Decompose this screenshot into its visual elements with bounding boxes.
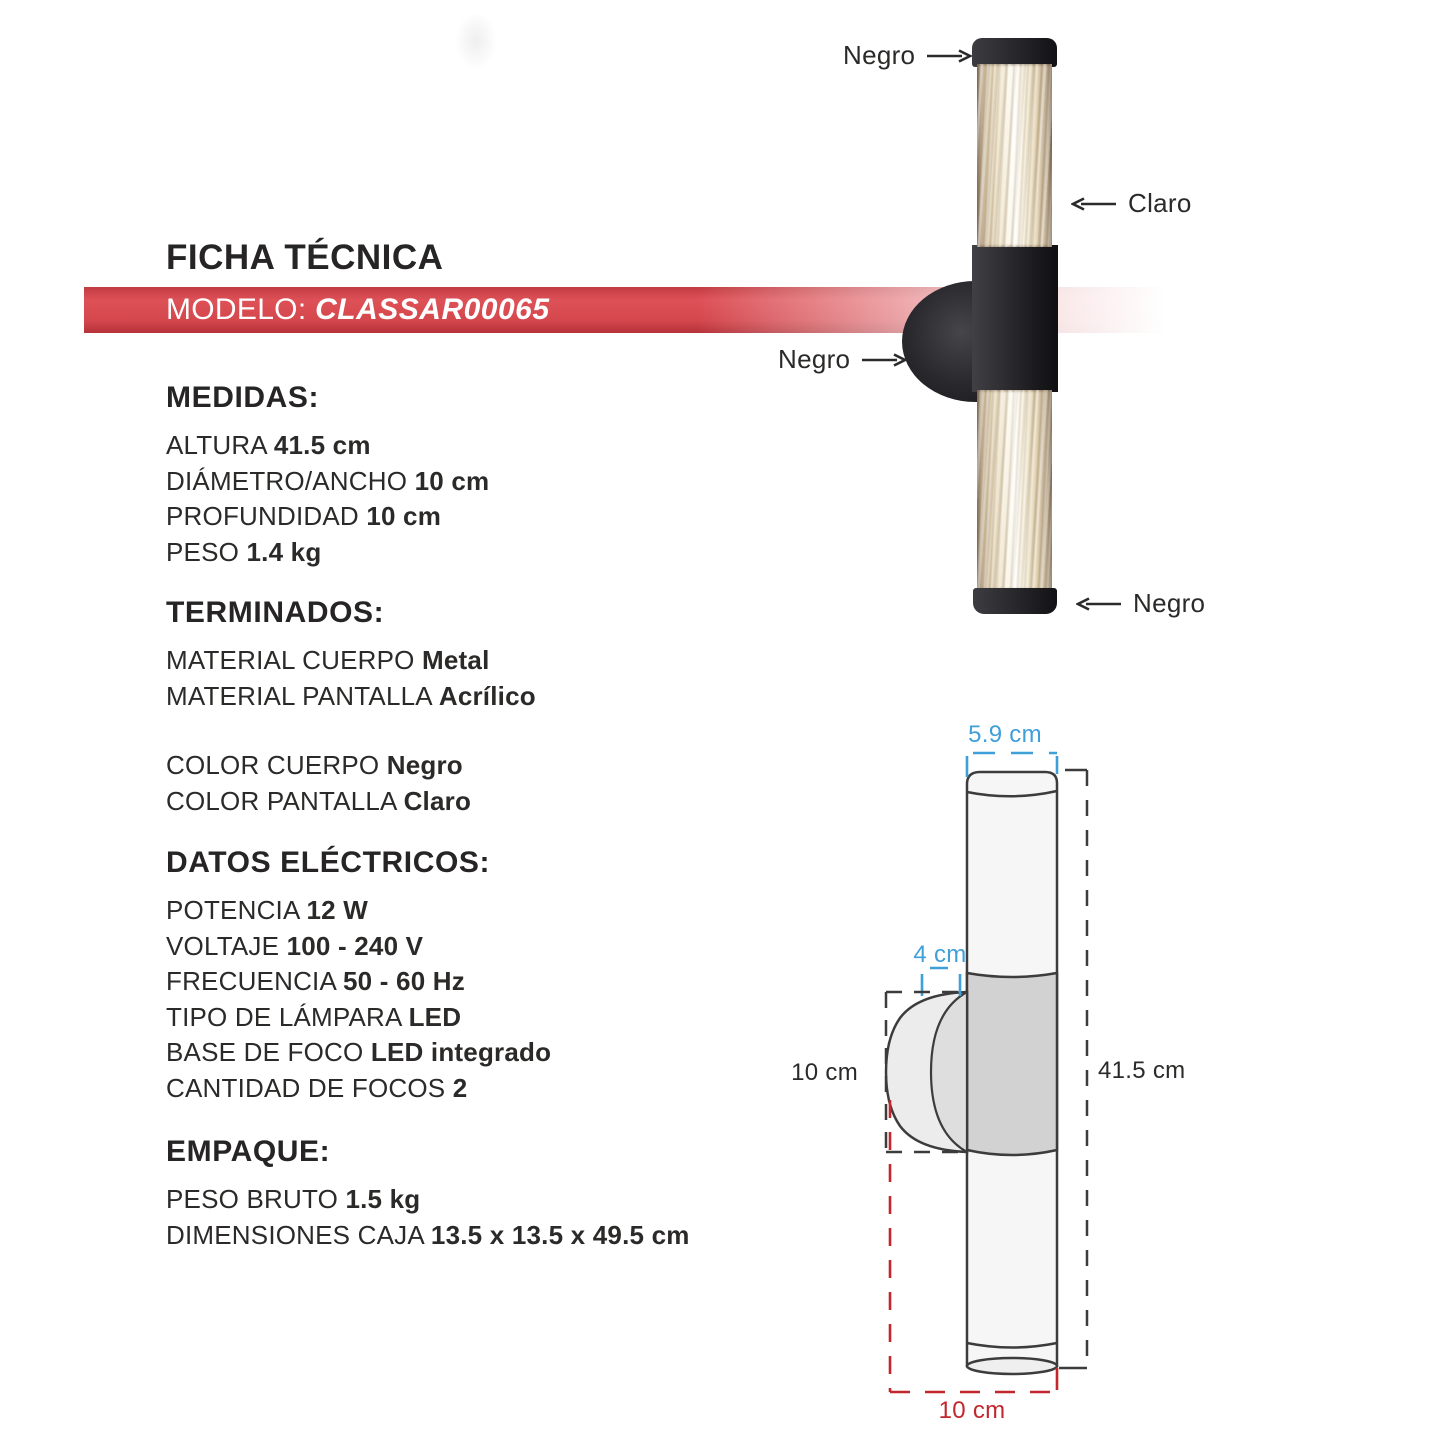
page-title: FICHA TÉCNICA [166,238,444,277]
spec-label: COLOR CUERPO [166,750,380,780]
spec-value: LED integrado [370,1037,552,1067]
lamp-body [972,245,1058,392]
spec-row: POTENCIA 12 W [166,893,551,929]
spec-value: Negro [386,750,463,780]
spec-label: BASE DE FOCO [166,1037,364,1067]
spec-row: VOLTAJE 100 - 240 V [166,929,551,965]
section-heading: TERMINADOS: [166,596,385,629]
photo-label-text: Negro [1133,588,1206,618]
spec-value: 41.5 cm [273,430,371,460]
section-heading: DATOS ELÉCTRICOS: [166,846,491,879]
spec-value: 1.5 kg [345,1184,421,1214]
dim-top-width [965,751,1059,777]
dim-mount-height [884,990,967,1154]
lamp-lower-shade [977,390,1052,590]
spec-row: PESO BRUTO 1.5 kg [166,1182,690,1218]
photo-label-text: Claro [1128,188,1192,218]
spec-value: 100 - 240 V [286,930,424,961]
spec-label: POTENCIA [166,895,300,925]
spec-label: DIMENSIONES CAJA [166,1219,424,1250]
spec-value: Acrílico [438,680,536,711]
photo-label-shade: Claro [1071,188,1192,219]
photo-label-text: Negro [843,40,916,70]
model-value: CLASSAR00065 [315,293,550,326]
dim-top-width-label: 5.9 cm [968,721,1042,748]
lamp-bottom-cap [973,588,1057,614]
section-heading: MEDIDAS: [166,381,320,414]
spec-row: DIMENSIONES CAJA 13.5 x 13.5 x 49.5 cm [166,1218,690,1254]
spec-value: 13.5 x 13.5 x 49.5 cm [430,1219,690,1250]
photo-label-top-cap: Negro [843,40,973,71]
arrow-left-icon [1076,596,1121,611]
diagram-bottom-ellipse [965,1356,1059,1376]
photo-label-bottom-cap: Negro [1076,588,1205,619]
section-empaque: EMPAQUE: PESO BRUTO 1.5 kg DIMENSIONES C… [166,1135,690,1253]
arrow-right-icon [927,48,973,63]
spec-row: FRECUENCIA 50 - 60 Hz [166,964,551,1000]
spec-label: COLOR PANTALLA [166,785,397,816]
photo-label-body: Negro [778,344,908,375]
spec-label: MATERIAL PANTALLA [166,680,432,711]
section-heading: EMPAQUE: [166,1135,331,1168]
diagram-top-cap-line [966,789,1058,798]
spec-row: MATERIAL CUERPO Metal [166,643,536,679]
dim-bottom-width [888,1100,1059,1394]
spec-value: LED [408,1001,462,1032]
dim-mount-depth-label: 4 cm [913,941,966,968]
section-medidas: MEDIDAS: ALTURA 41.5 cm DIÁMETRO/ANCHO 1… [166,381,489,570]
spec-label: VOLTAJE [166,930,280,961]
spec-label: PESO [166,536,240,567]
spec-value: 50 - 60 Hz [343,966,465,996]
spec-value: 2 [452,1072,468,1103]
spec-label: CANTIDAD DE FOCOS [166,1072,446,1103]
spec-row: PESO 1.4 kg [166,535,489,571]
dim-mount-height-label: 10 cm [791,1059,858,1086]
arrow-right-icon [862,352,908,367]
spec-label: ALTURA [166,430,267,460]
spec-row: ALTURA 41.5 cm [166,428,489,464]
spec-row: PROFUNDIDAD 10 cm [166,499,489,535]
smudge-artifact [455,12,497,70]
spec-label: PESO BRUTO [166,1184,339,1214]
section-terminados: TERMINADOS: MATERIAL CUERPO Metal MATERI… [166,596,536,819]
spec-row: MATERIAL PANTALLA Acrílico [166,679,536,715]
diagram-wall-plate-face [929,990,969,1154]
arrow-left-icon [1071,196,1116,211]
lamp-top-cap [972,38,1057,67]
spec-value: 12 W [306,895,368,925]
diagram-mid-band [965,971,1059,1157]
dim-total-height-label: 41.5 cm [1098,1057,1185,1084]
lamp-upper-shade [977,64,1052,247]
spec-label: FRECUENCIA [166,966,336,996]
dim-total-height [1059,768,1089,1370]
spec-row: CANTIDAD DE FOCOS 2 [166,1071,551,1107]
spec-label: MATERIAL CUERPO [166,645,415,675]
spec-value: Metal [422,645,490,675]
spec-row: COLOR CUERPO Negro [166,748,536,784]
dim-bottom-width-label: 10 cm [939,1397,1006,1424]
spec-label: DIÁMETRO/ANCHO [166,465,408,496]
spec-row: TIPO DE LÁMPARA LED [166,1000,551,1036]
spec-value: Claro [403,785,472,816]
model-banner-text: MODELO: CLASSAR00065 [84,287,1199,333]
dimension-diagram: 5.9 cm 4 cm 10 cm 41.5 cm 10 cm [791,721,1185,1424]
spec-row: BASE DE FOCO LED integrado [166,1035,551,1071]
spec-row: COLOR PANTALLA Claro [166,784,536,820]
spec-label: TIPO DE LÁMPARA [166,1001,402,1032]
model-label: MODELO: [166,293,307,326]
spec-value: 10 cm [366,501,442,531]
spec-label: PROFUNDIDAD [166,501,359,531]
diagram-bottom-cap-line [966,1341,1058,1349]
photo-label-text: Negro [778,344,851,374]
spec-row: DIÁMETRO/ANCHO 10 cm [166,464,489,500]
spec-value: 10 cm [414,465,490,496]
spec-value: 1.4 kg [246,536,322,567]
section-datos-electricos: DATOS ELÉCTRICOS: POTENCIA 12 W VOLTAJE … [166,846,551,1106]
